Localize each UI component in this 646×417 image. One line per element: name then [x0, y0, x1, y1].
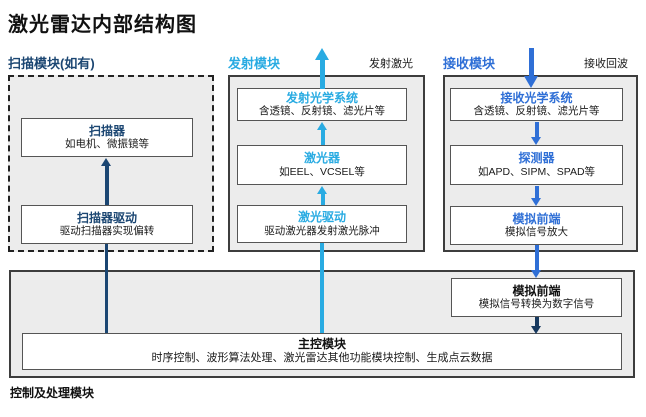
laser-title: 激光器: [303, 151, 340, 166]
analog-frontend-rx-subtitle: 模拟信号放大: [505, 226, 568, 239]
receive-echo-down-arrow: [524, 48, 538, 88]
analog-frontend-ctrl-box: 模拟前端 模拟信号转换为数字信号: [451, 278, 622, 317]
receive-optics-subtitle: 含透镜、反射镜、滤光片等: [473, 105, 600, 118]
scanner-title: 扫描器: [88, 123, 125, 138]
receive-optics-box: 接收光学系统 含透镜、反射镜、滤光片等: [450, 88, 623, 121]
laserdriver-to-control-line: [320, 242, 324, 334]
analog-frontend-rx-title: 模拟前端: [512, 211, 561, 226]
detector-title: 探测器: [518, 151, 555, 166]
scanner-driver-subtitle: 驱动扫描器实现偏转: [59, 225, 155, 238]
transmit-module-label: 发射模块: [228, 56, 281, 71]
afe-to-maincontrol-arrow: [531, 317, 542, 334]
laser-box: 激光器 如EEL、VCSEL等: [237, 145, 407, 185]
scanner-subtitle: 如电机、微振镜等: [65, 138, 149, 151]
analog-frontend-rx-box: 模拟前端 模拟信号放大: [450, 206, 623, 245]
driver-to-laser-arrow: [317, 186, 328, 205]
detector-to-afe-arrow: [531, 186, 542, 206]
control-module-label: 控制及处理模块: [10, 386, 95, 400]
main-control-box: 主控模块 时序控制、波形算法处理、激光雷达其他功能模块控制、生成点云数据: [22, 333, 622, 370]
detector-subtitle: 如APD、SIPM、SPAD等: [477, 165, 596, 178]
optics-to-detector-arrow: [531, 122, 542, 145]
transmit-optics-subtitle: 含透镜、反射镜、滤光片等: [259, 105, 385, 118]
page-title: 激光雷达内部结构图: [8, 14, 197, 36]
emit-laser-label: 发射激光: [369, 58, 413, 70]
scanner-box: 扫描器 如电机、微振镜等: [21, 118, 193, 157]
detector-box: 探测器 如APD、SIPM、SPAD等: [450, 145, 623, 185]
scan-to-control-line: [105, 243, 108, 334]
receive-module-label: 接收模块: [443, 56, 496, 71]
laser-to-optics-arrow: [317, 122, 328, 145]
main-control-subtitle: 时序控制、波形算法处理、激光雷达其他功能模块控制、生成点云数据: [151, 351, 493, 364]
laser-subtitle: 如EEL、VCSEL等: [279, 165, 365, 178]
driver-to-scanner-arrow: [101, 158, 112, 205]
main-control-title: 主控模块: [297, 337, 346, 352]
scan-module-label: 扫描模块(如有): [8, 56, 95, 71]
scanner-driver-title: 扫描器驱动: [76, 210, 137, 225]
analog-frontend-ctrl-title: 模拟前端: [512, 283, 561, 298]
scanner-driver-box: 扫描器驱动 驱动扫描器实现偏转: [21, 205, 193, 244]
laser-driver-title: 激光驱动: [297, 210, 346, 225]
afe-to-afe-ctrl-arrow: [531, 245, 542, 278]
emit-laser-up-arrow: [315, 48, 329, 89]
laser-driver-subtitle: 驱动激光器发射激光脉冲: [264, 224, 380, 237]
transmit-optics-title: 发射光学系统: [285, 90, 358, 105]
receive-optics-title: 接收光学系统: [500, 90, 573, 105]
transmit-optics-box: 发射光学系统 含透镜、反射镜、滤光片等: [237, 88, 407, 121]
analog-frontend-ctrl-subtitle: 模拟信号转换为数字信号: [478, 298, 595, 311]
receive-echo-label: 接收回波: [584, 58, 628, 70]
laser-driver-box: 激光驱动 驱动激光器发射激光脉冲: [237, 205, 407, 243]
